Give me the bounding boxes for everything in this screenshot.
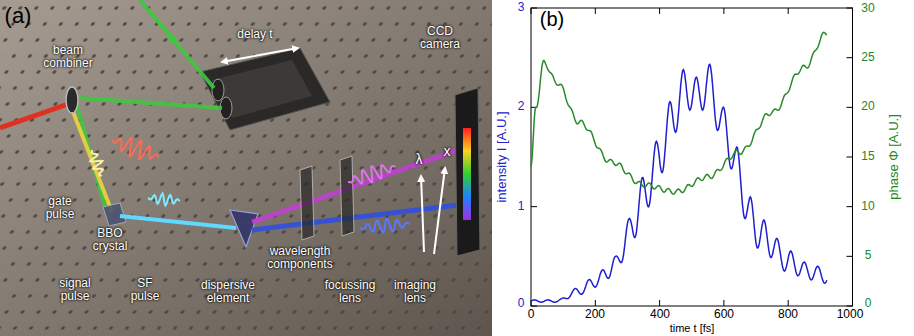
illustration-part	[222, 48, 298, 62]
axis-title: intensity I [A.U.]	[495, 111, 509, 202]
illustration-part	[340, 156, 354, 236]
axis-title: phase Φ [A.U.]	[887, 114, 901, 200]
illustration-part	[455, 88, 480, 256]
axis-tick	[847, 107, 853, 108]
axis-tick	[531, 306, 537, 307]
tick-label: 30	[861, 2, 874, 15]
illustration-part	[200, 48, 330, 130]
axis-tick	[847, 8, 853, 9]
axis-tick	[847, 306, 853, 307]
axis-tick	[531, 8, 532, 14]
part-label: signal pulse	[50, 277, 100, 303]
illustration-part	[531, 8, 853, 306]
pulse-wave	[90, 150, 103, 176]
axis-tick	[659, 300, 660, 306]
phase-curve	[531, 32, 827, 194]
illustration-part	[66, 87, 78, 113]
axis-tick	[847, 256, 853, 257]
part-label: wavelength components	[258, 245, 342, 271]
tick-label: 400	[650, 308, 670, 321]
tick-label: 800	[778, 308, 798, 321]
illustration-part	[70, 104, 112, 212]
pulse-wave	[112, 138, 159, 159]
axis-tick	[852, 300, 853, 306]
tick-label: 25	[861, 51, 874, 64]
axis-tick	[788, 8, 789, 14]
axis-tick	[847, 206, 853, 207]
axis-tick	[847, 157, 853, 158]
illustration-part	[212, 60, 312, 118]
illustration-part	[252, 205, 458, 230]
tick-label: 15	[861, 150, 874, 163]
axis-tick	[852, 8, 853, 14]
axis-tick	[531, 8, 537, 9]
tick-label: 1000	[837, 308, 864, 321]
tick-label: 200	[585, 308, 605, 321]
axis-tick	[595, 300, 596, 306]
illustration-part	[434, 168, 445, 254]
axis-symbol: λ	[416, 152, 423, 167]
illustration-part	[421, 176, 424, 252]
illustration-part	[463, 128, 471, 220]
axis-tick	[723, 300, 724, 306]
illustration-part	[120, 216, 236, 228]
tick-label: 2	[518, 100, 525, 113]
part-label: beam combiner	[33, 44, 103, 70]
axis-tick	[788, 300, 789, 306]
tick-label: 0	[528, 308, 535, 321]
illustration-part	[140, 0, 214, 88]
pulse-wave	[148, 193, 180, 205]
axis-symbol: x	[444, 144, 451, 159]
tick-label: 0	[518, 297, 525, 310]
tick-label: 5	[865, 249, 872, 262]
illustration-part	[300, 166, 314, 240]
illustration-part	[150, 12, 176, 43]
part-label: BBO crystal	[85, 227, 135, 253]
panel-letter: (b)	[540, 8, 564, 30]
axis-tick	[531, 206, 537, 207]
axis-tick	[595, 8, 596, 14]
illustration-part	[0, 104, 68, 128]
panel-letter: (a)	[5, 4, 32, 28]
pulse-wave	[348, 165, 396, 183]
part-label: imaging lens	[388, 279, 443, 305]
tick-label: 10	[861, 200, 874, 213]
part-label: gate pulse	[35, 195, 85, 221]
illustration-part	[0, 0, 492, 336]
illustration-part	[212, 79, 224, 101]
pulse-wave	[360, 219, 410, 233]
tick-label: 20	[861, 100, 874, 113]
part-label: SF pulse	[125, 277, 165, 303]
axis-tick	[723, 8, 724, 14]
illustration-part	[531, 8, 853, 306]
illustration-part	[0, 0, 492, 336]
tick-label: 1	[518, 200, 525, 213]
tick-label: 0	[865, 297, 872, 310]
part-label: focussing lens	[315, 279, 385, 305]
tick-label: 3	[518, 1, 525, 14]
axis-tick	[659, 8, 660, 14]
axis-title: time t [fs]	[670, 322, 715, 334]
part-label: dispersive element	[188, 279, 268, 305]
part-label: CCD camera	[410, 25, 470, 51]
tick-label: 600	[714, 308, 734, 321]
axis-tick	[847, 57, 853, 58]
part-label: delay t	[237, 28, 273, 41]
illustration-part	[90, 138, 410, 233]
illustration-part	[80, 98, 222, 108]
